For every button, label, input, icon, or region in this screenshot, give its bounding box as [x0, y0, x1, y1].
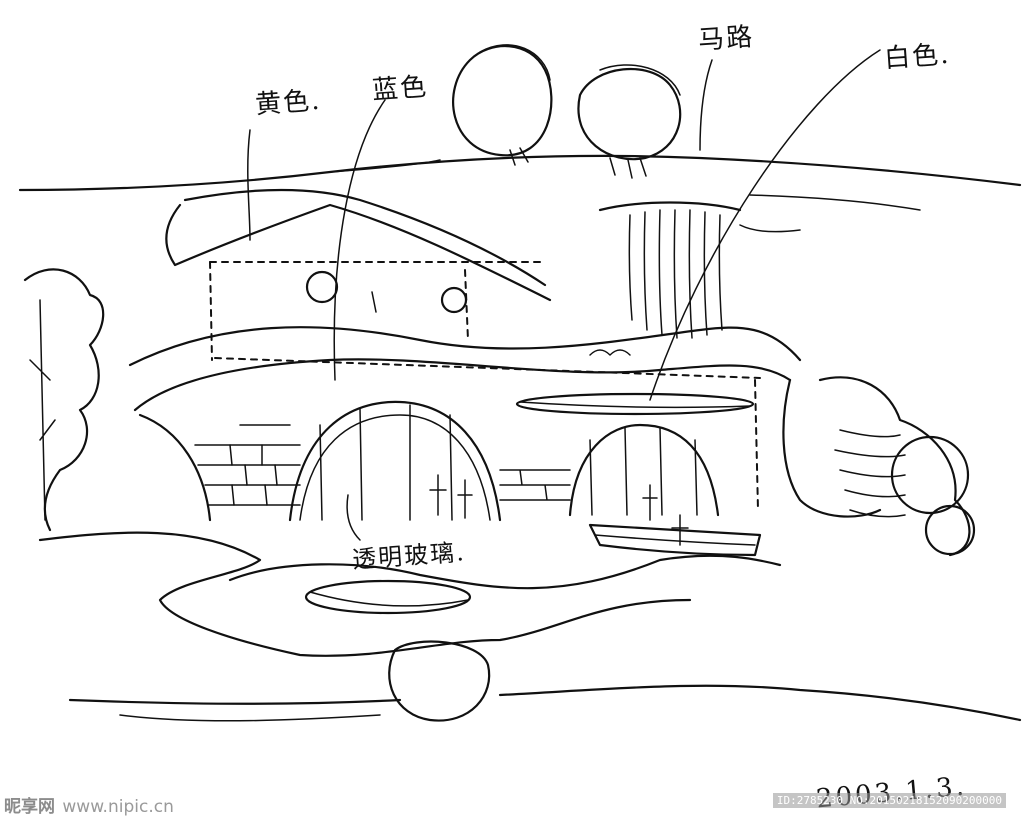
watermark-id: ID:2785230 NO:20150218152090200000 [772, 793, 1006, 808]
watermark-brand: 昵享网 [4, 797, 55, 817]
horizon-lines [18, 154, 1022, 211]
leader-lines [247, 49, 881, 541]
watermark-site: 昵享网 www.nipic.cn [4, 792, 174, 817]
roof-trees [452, 44, 682, 179]
watermark-url: www.nipic.cn [62, 797, 174, 817]
right-bushes [782, 376, 976, 557]
annotation-yellow: 黄色. [254, 85, 323, 121]
figures [429, 349, 689, 546]
main-building [128, 188, 802, 557]
annotation-road: 马路 [697, 22, 756, 56]
annotation-white: 白色. [883, 39, 952, 75]
annotation-blue: 蓝色 [371, 72, 430, 106]
pond [38, 531, 1022, 722]
waterfall-feature [598, 201, 801, 339]
left-tree [23, 268, 105, 532]
